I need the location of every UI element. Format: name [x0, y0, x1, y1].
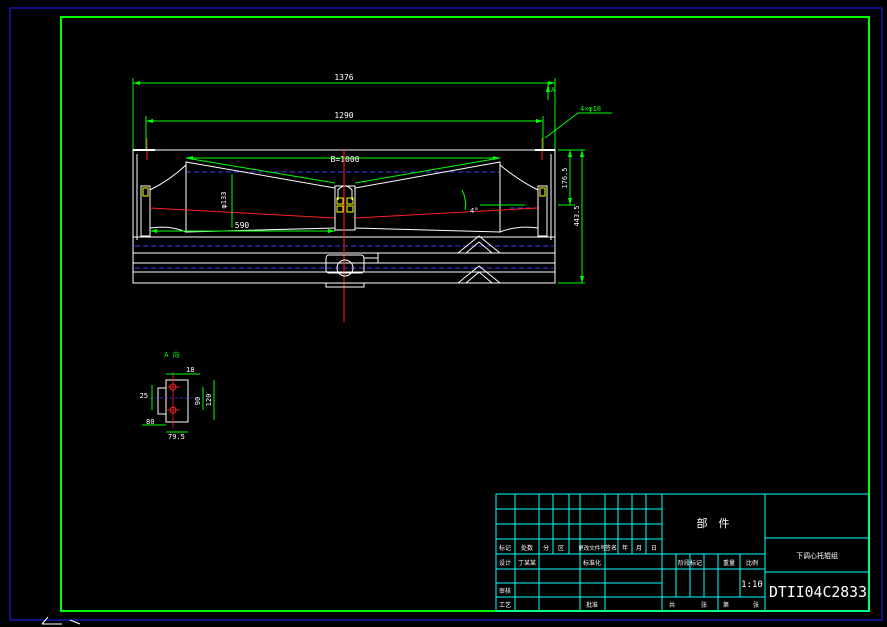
standardization-label: 标准化 [583, 559, 601, 567]
dim-roller-diameter: φ133 [220, 192, 228, 209]
part-label: 部 件 [697, 516, 730, 530]
header-change-doc: 更改文件号 [578, 544, 606, 552]
drawing-frame [60, 16, 870, 612]
sheet-total-label: 共 [669, 601, 675, 609]
dim-roller-length: 590 [235, 221, 250, 230]
title-block-text: 部 件 下调心托辊组 DTII04C2833 1:10 标记 处数 分 区 更改… [499, 516, 867, 609]
review-label: 审核 [499, 587, 511, 595]
process-label: 工艺 [499, 601, 511, 609]
ucs-axis-icon [41, 616, 81, 625]
main-assembly-view: 1376 A 1290 4×φ18 [132, 73, 612, 322]
drawing-scale: 1:10 [741, 580, 763, 590]
dim-belt-width: B=1000 [331, 155, 360, 164]
dim-overall-length: 1376 [334, 73, 353, 82]
detail-dim-left: 25 [140, 392, 148, 400]
scale-header: 比例 [746, 559, 758, 567]
designer-label: 设计 [499, 559, 511, 567]
dim-mount-spacing: 1290 [334, 111, 353, 120]
approve-label: 批准 [586, 601, 598, 609]
sheet-number-label: 第 [723, 601, 729, 609]
dim-bolt-holes: 4×φ18 [580, 105, 601, 113]
header-year: 年 [622, 544, 628, 552]
dim-total-height: 443.5 [573, 205, 581, 226]
header-zone: 区 [558, 545, 564, 552]
weight-header: 重量 [723, 559, 735, 567]
drawing-number: DTII04C2833 [769, 583, 867, 601]
header-month: 月 [636, 545, 642, 552]
designer-name: 丁某某 [518, 560, 536, 567]
outer-border [9, 7, 883, 621]
title-block [495, 493, 870, 612]
stage-mark-header: 阶段标记 [678, 559, 702, 567]
header-mark: 标记 [499, 544, 511, 552]
sheet-number-unit: 张 [753, 601, 759, 609]
detail-dim-top: 18 [186, 366, 194, 374]
detail-dim-bottom: 79.5 [168, 433, 185, 441]
detail-title: A 向 [164, 350, 179, 359]
detail-dim-right: 120 [205, 394, 213, 407]
dim-tilt-angle: 4° [470, 207, 478, 215]
detail-view-a: A 向 18 25 90 120 80 79.5 [140, 350, 215, 441]
detail-dim-bottom-left: 80 [146, 418, 154, 426]
dim-side-height: 176.5 [561, 167, 569, 188]
header-section: 分 [543, 544, 549, 552]
header-day: 日 [651, 545, 657, 552]
header-count: 处数 [521, 544, 533, 552]
section-marker-a: A [551, 86, 556, 94]
part-name: 下调心托辊组 [796, 551, 838, 560]
detail-dim-inner: 90 [194, 397, 202, 405]
header-signature: 签名 [605, 544, 617, 552]
sheet-total-unit: 张 [701, 601, 707, 609]
